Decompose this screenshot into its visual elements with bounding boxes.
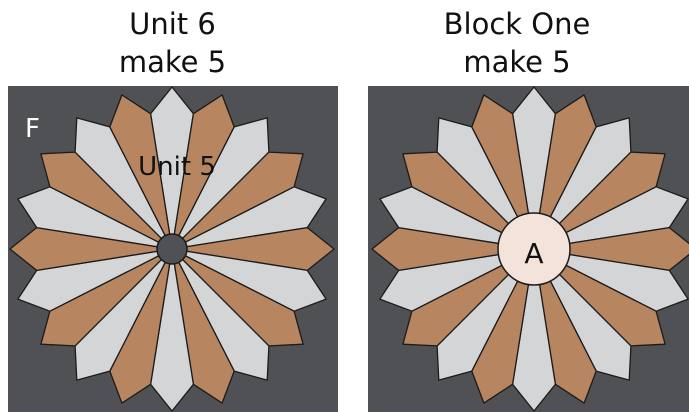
panel-left-center-label: Unit 5 — [138, 152, 216, 182]
panel-right-title: Block One — [443, 7, 591, 41]
panel-left-title: Unit 6 — [129, 7, 216, 41]
panel-right-dresden-plate — [371, 86, 689, 412]
panel-left-corner-label: F — [25, 114, 40, 144]
panel-right-center-label: A — [524, 237, 543, 270]
panel-right-quantity: make 5 — [463, 45, 571, 79]
panel-left-caption: Unit 6 make 5 — [0, 5, 345, 81]
panel-left-center-circle — [156, 233, 188, 265]
panel-right-caption: Block One make 5 — [345, 5, 689, 81]
panel-left-quantity: make 5 — [118, 45, 227, 79]
panel-right-center-circle — [497, 212, 571, 286]
panel-right-block: A — [368, 86, 689, 412]
panel-left-block: F Unit 5 — [8, 86, 338, 412]
